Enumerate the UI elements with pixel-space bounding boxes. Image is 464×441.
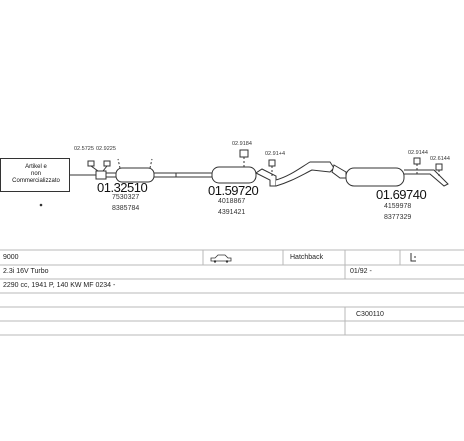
rear-silencer: [345, 167, 405, 187]
hanger-3a: [413, 157, 421, 165]
hanger-2-leaders: [243, 157, 273, 176]
marker-dot: [39, 203, 43, 207]
vehicle-body: Hatchback: [290, 254, 324, 261]
part3-small-code-b: 02.6144: [430, 156, 450, 162]
vehicle-spec: 2290 cc, 1941 P, 140 KW MF 0234 -: [3, 282, 116, 289]
bracket-icon: [410, 253, 416, 262]
vehicle-model: 9000: [3, 254, 19, 261]
note-line-3: Commercializzato: [12, 178, 60, 184]
part2-number: 01.59720: [208, 183, 259, 198]
part2-small-code-b: 02.91+4: [265, 151, 286, 157]
mid-bend: [255, 168, 277, 187]
part1-ref-a: 7530327: [112, 194, 140, 201]
part2-small-code-a: 02.9184: [232, 141, 252, 147]
part1-small-code-b: 02.9225: [96, 146, 116, 152]
tail-pipe: [404, 169, 449, 187]
mid-pipe-a: [176, 172, 212, 178]
part3-small-code-a: 02.9144: [408, 150, 428, 156]
part2-ref-a: 4018867: [218, 198, 246, 205]
note-line-2: non: [30, 171, 41, 177]
mid-joint: [166, 172, 177, 178]
hanger-3-leaders: [416, 164, 440, 178]
hanger-3b: [435, 163, 443, 171]
info-table-grid: [0, 249, 464, 336]
clamp-1b: [103, 160, 111, 167]
front-leaders: [117, 158, 153, 169]
clamp-1a: [87, 160, 95, 167]
mid-silencer: [211, 166, 257, 184]
vehicle-engine: 2.3i 16V Turbo: [3, 268, 49, 275]
car-icon: [210, 254, 232, 263]
rear-inlet: [331, 164, 347, 179]
vehicle-period: 01/92 -: [350, 268, 372, 275]
front-outlet-pipe: [154, 172, 166, 178]
front-pipe-flange: [95, 170, 107, 180]
not-sold-note: Artikel e non Commercializzato: [0, 158, 70, 192]
part2-ref-b: 4391421: [218, 209, 246, 216]
front-silencer: [115, 167, 155, 183]
rear-over-axle-pipe: [275, 161, 335, 187]
clamp-1-leaders: [90, 165, 108, 172]
part1-small-code-a: 02.5725: [74, 146, 94, 152]
note-line-1: Artikel e: [25, 164, 47, 170]
part3-number: 01.69740: [376, 187, 427, 202]
vehicle-code: C300110: [356, 311, 384, 318]
part1-number: 01.32510: [97, 180, 148, 195]
hanger-2b: [268, 159, 276, 167]
part3-ref-b: 8377329: [384, 214, 412, 221]
part3-ref-a: 4159978: [384, 203, 412, 210]
hanger-2a: [239, 149, 249, 158]
front-pipe: [106, 172, 116, 178]
part1-ref-b: 8385784: [112, 205, 140, 212]
